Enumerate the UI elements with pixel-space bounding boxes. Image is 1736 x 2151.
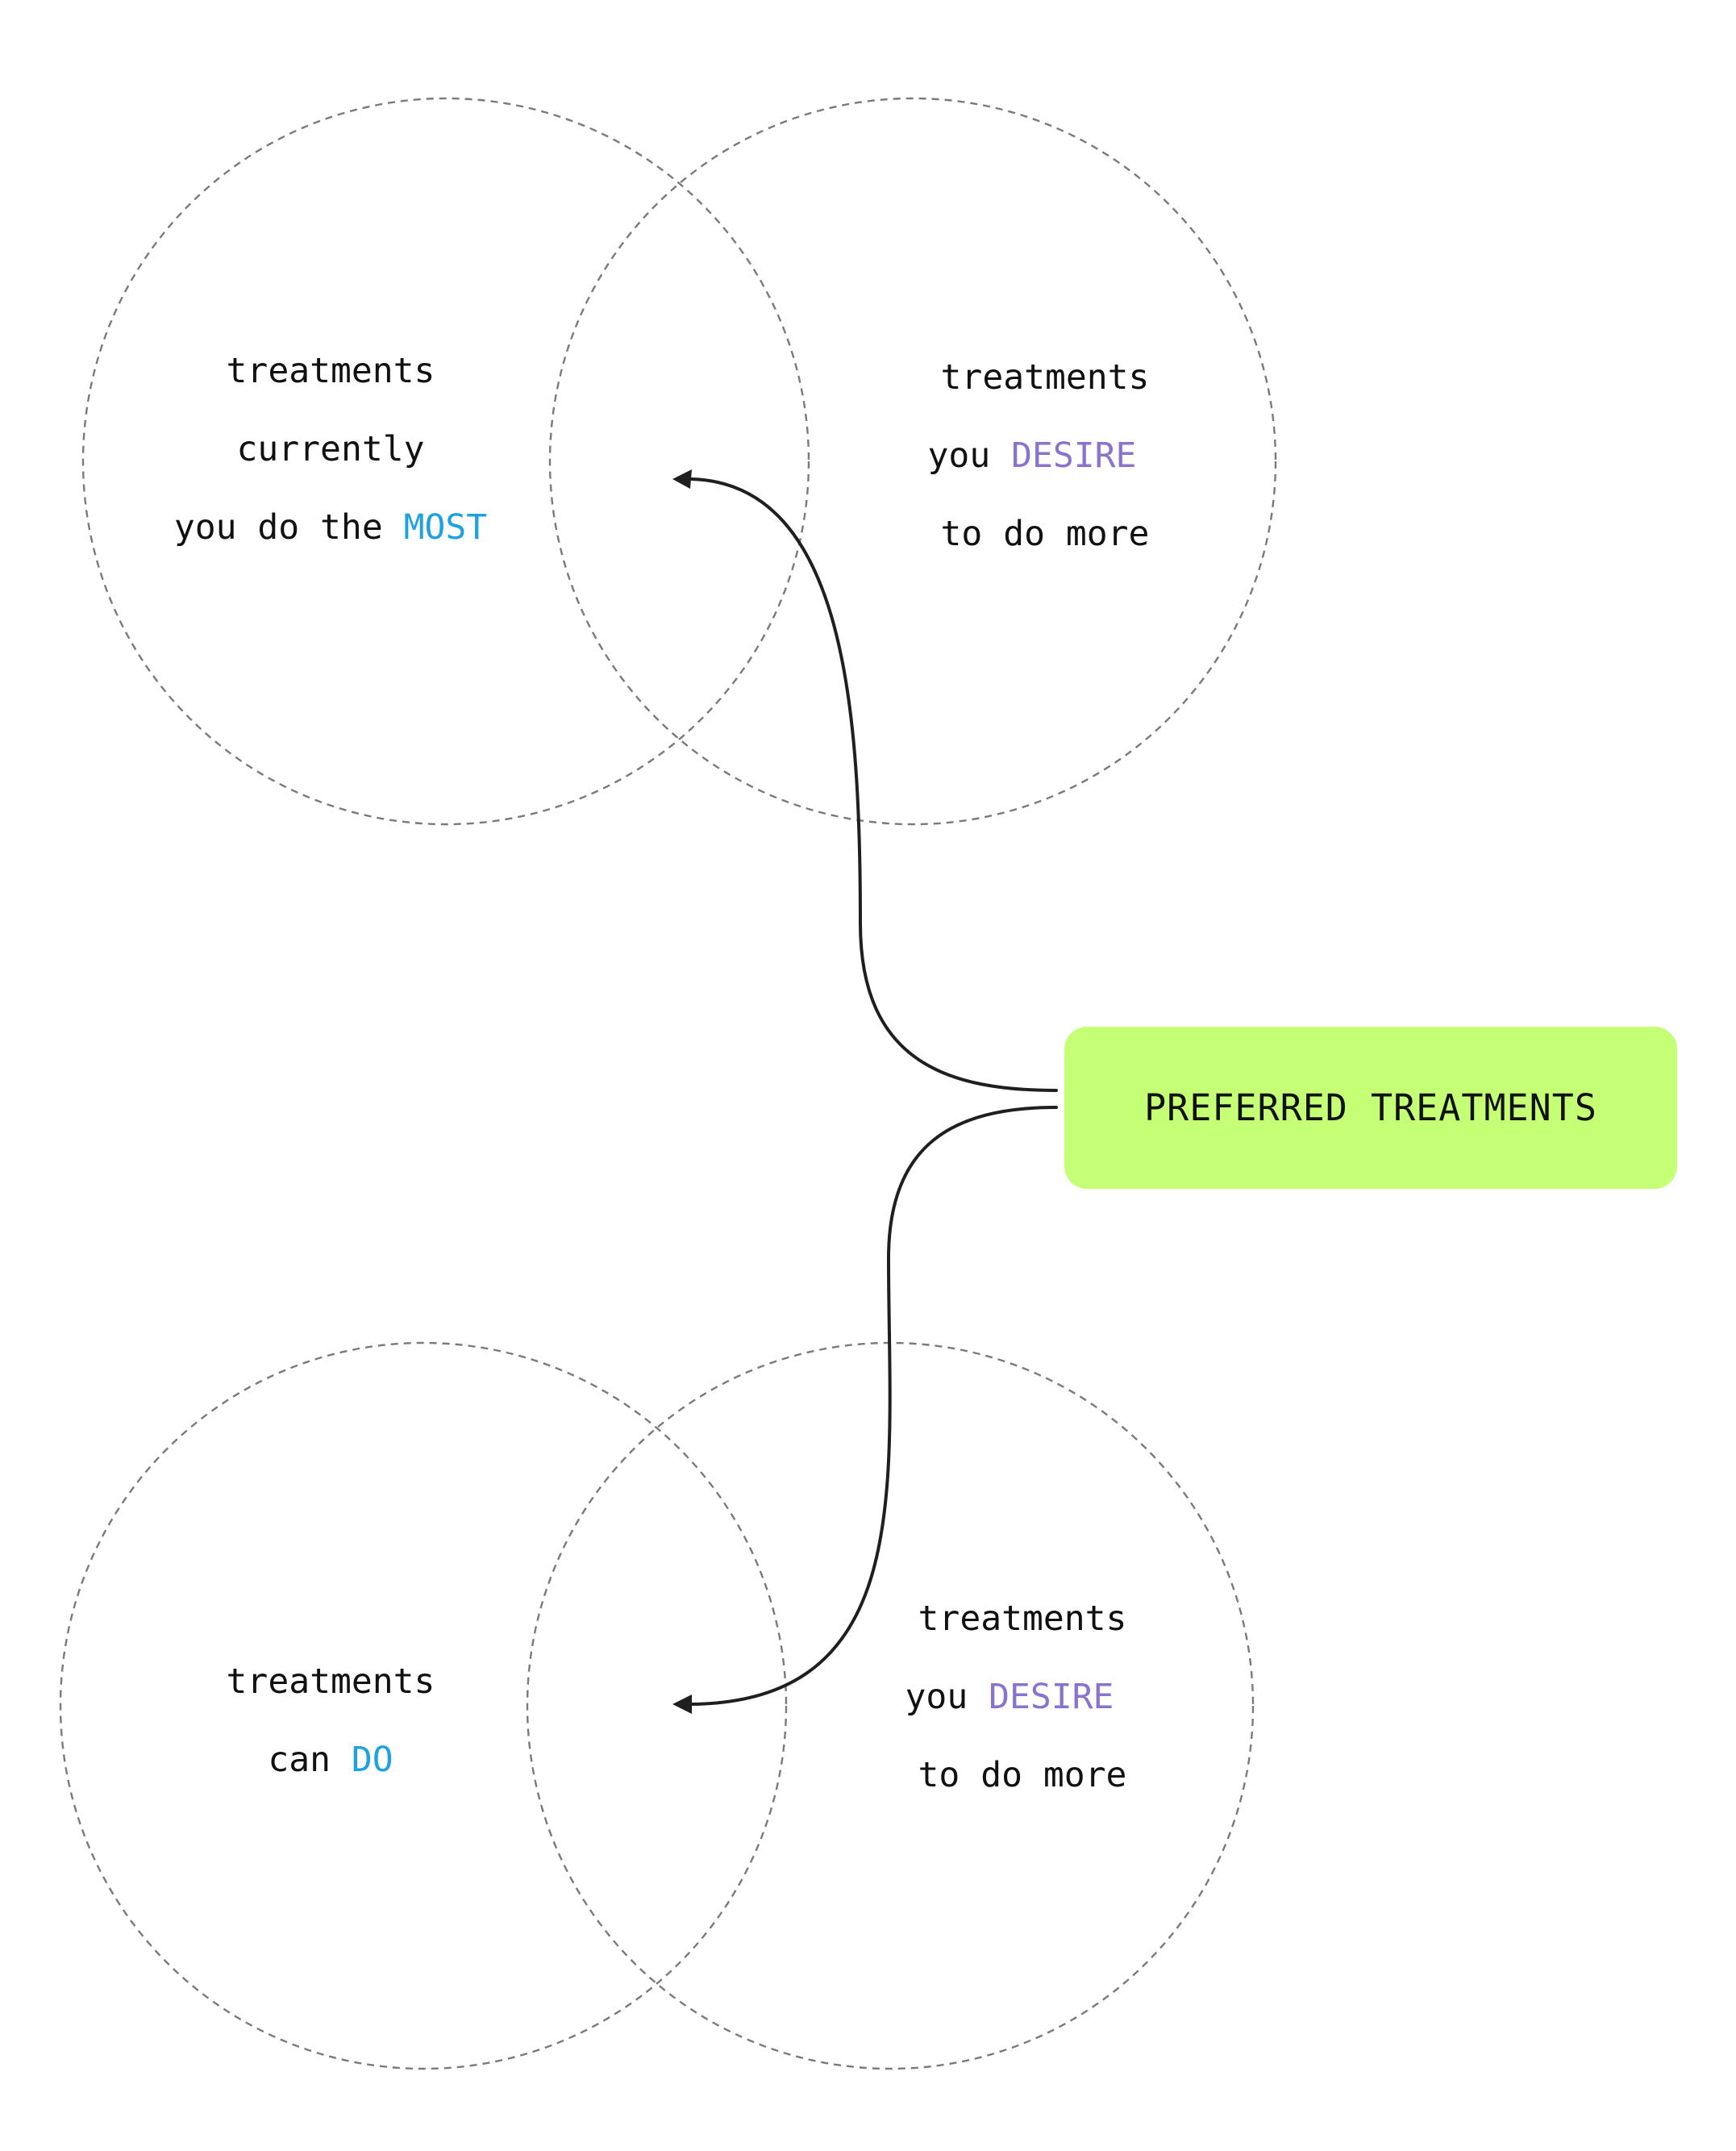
top-right-line-2-prefix: you [927, 436, 1012, 476]
connector-to-bottom-intersection [690, 1106, 1058, 1706]
top-left-circle [81, 97, 810, 826]
top-left-line-3: you do the MOST [48, 489, 613, 567]
do-accent: DO [351, 1740, 393, 1780]
bottom-left-line-1: treatments [226, 1661, 435, 1702]
top-right-circle [548, 97, 1277, 826]
bottom-right-line-2: you DESIRE [727, 1658, 1292, 1736]
bottom-left-label: treatments can DO [48, 1643, 613, 1799]
bottom-right-line-1: treatments [918, 1599, 1127, 1639]
preferred-treatments-label: PREFERRED TREATMENTS [1144, 1086, 1597, 1129]
bottom-right-label: treatments you DESIRE to do more [727, 1580, 1292, 1815]
top-left-label: treatments currently you do the MOST [48, 332, 613, 567]
bottom-left-line-2-prefix: can [268, 1740, 352, 1780]
bottom-left-line-2: can DO [48, 1721, 613, 1799]
arrowhead-top [672, 469, 692, 489]
top-right-line-3: to do more [940, 514, 1150, 554]
desire-accent-bottom: DESIRE [989, 1677, 1114, 1717]
bottom-left-circle [59, 1341, 788, 2070]
top-left-line-2: currently [236, 429, 425, 469]
bottom-right-line-2-prefix: you [905, 1677, 989, 1717]
top-left-line-1: treatments [226, 351, 435, 391]
connector-to-top-intersection [690, 477, 1058, 1092]
preferred-treatments-box: PREFERRED TREATMENTS [1064, 1027, 1677, 1189]
desire-accent-top: DESIRE [1011, 436, 1137, 476]
bottom-right-line-3: to do more [918, 1755, 1127, 1795]
top-right-line-1: treatments [940, 357, 1150, 398]
arrowhead-bottom [672, 1695, 692, 1714]
top-left-line-3-prefix: you do the [173, 507, 404, 548]
top-right-line-2: you DESIRE [750, 417, 1314, 495]
most-accent: MOST [403, 507, 488, 548]
top-right-label: treatments you DESIRE to do more [750, 339, 1314, 573]
